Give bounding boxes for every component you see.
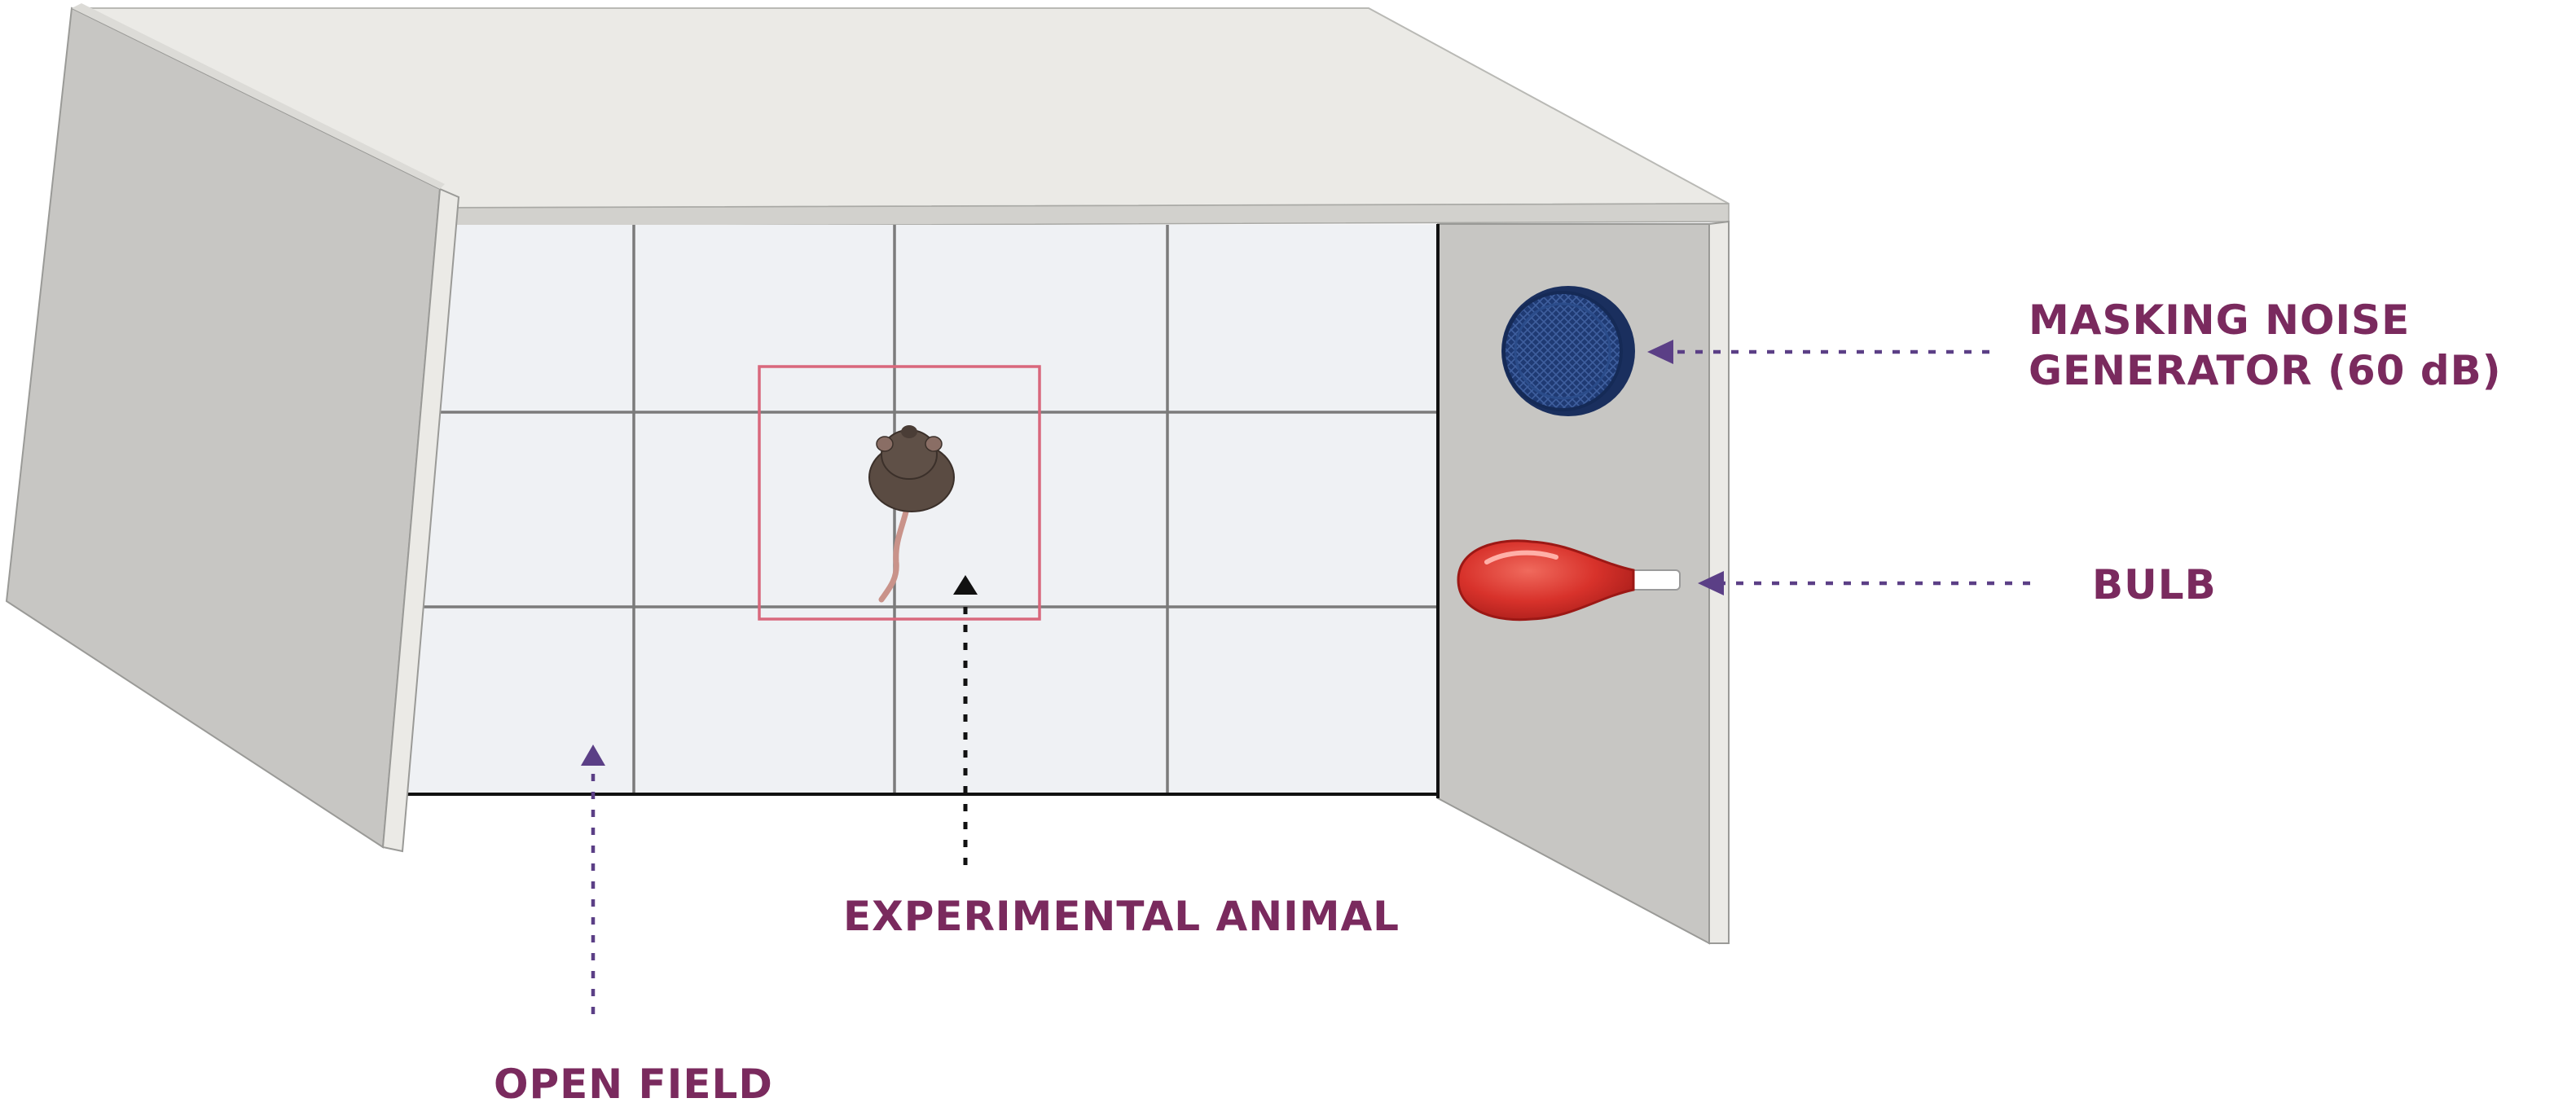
label-bulb: BULB — [2092, 561, 2217, 608]
speaker-icon — [1501, 286, 1635, 416]
arrow-masking-noise — [1647, 340, 1989, 364]
mouse-icon — [868, 425, 955, 603]
arrow-bulb — [1698, 571, 2030, 595]
center-zone — [758, 365, 1041, 621]
bulb-icon — [1457, 539, 1681, 622]
roof — [71, 7, 1730, 227]
label-masking-noise-generator-line1: MASKING NOISE — [2029, 297, 2410, 344]
left-wall — [5, 3, 460, 853]
label-experimental-animal: EXPERIMENTAL ANIMAL — [843, 893, 1400, 940]
arrow-open-field — [581, 745, 605, 1014]
label-open-field: OPEN FIELD — [494, 1061, 773, 1107]
arrow-experimental-animal — [953, 575, 978, 865]
label-masking-noise-generator-line2: GENERATOR (60 dB) — [2029, 347, 2502, 394]
